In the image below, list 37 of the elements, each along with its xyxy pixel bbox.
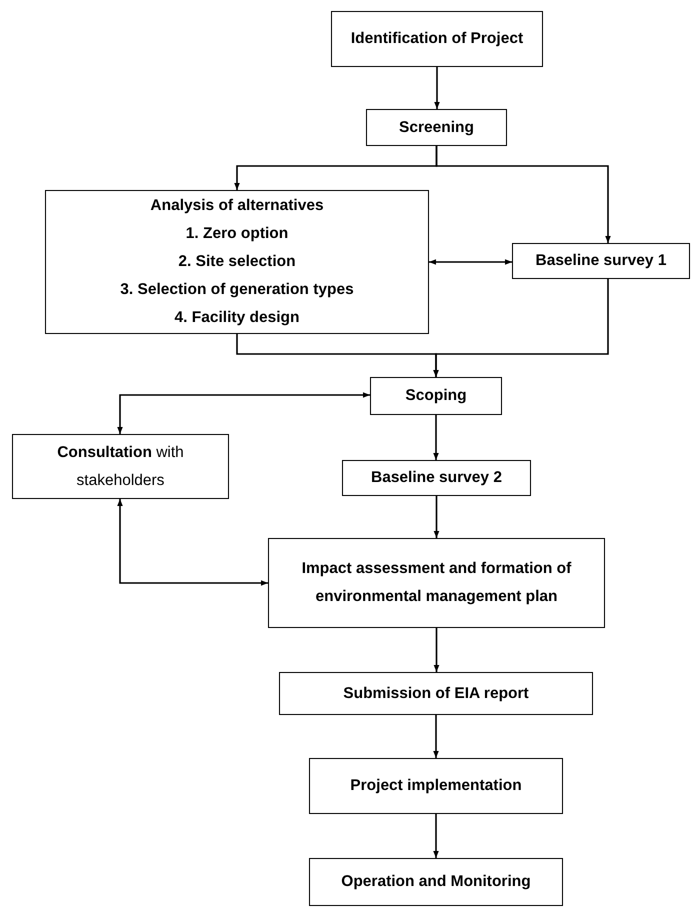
arrow [434,496,440,538]
process-box [309,858,563,906]
node-label: Project implementation [350,776,522,796]
list-item: 1. Zero option [186,224,288,244]
process-box [512,243,690,279]
node-label: Baseline survey 1 [536,251,666,271]
node-label: Impact assessment and formation of environmental management plan [300,559,572,607]
process-box [12,434,229,499]
arrow [434,67,440,109]
process-box [366,109,507,146]
process-box [309,758,563,814]
node-label: Scoping [405,386,467,406]
process-box [331,11,543,67]
node-label: Baseline survey 2 [371,468,502,488]
list-item: 4. Facility design [174,308,300,328]
process-box [268,538,605,628]
node-label: Screening [399,118,474,138]
process-box [279,672,593,715]
process-box [45,190,429,334]
arrow [433,415,439,460]
node-label: Consultation with stakeholders [56,442,185,490]
node-label: Analysis of alternatives [150,196,324,216]
arrow [433,814,439,858]
arrow [117,392,370,434]
process-box [370,377,502,415]
arrow [433,715,439,758]
process-box [342,460,531,496]
node-label: Operation and Monitoring [341,872,531,892]
arrow [434,628,440,672]
list-item: 2. Site selection [178,252,296,272]
arrow [117,499,268,586]
node-label: Identification of Project [350,29,524,49]
arrow [436,146,611,243]
arrow [429,259,512,265]
arrow [433,279,609,377]
list-item: 3. Selection of generation types [120,280,354,300]
node-label: Submission of EIA report [343,684,529,704]
